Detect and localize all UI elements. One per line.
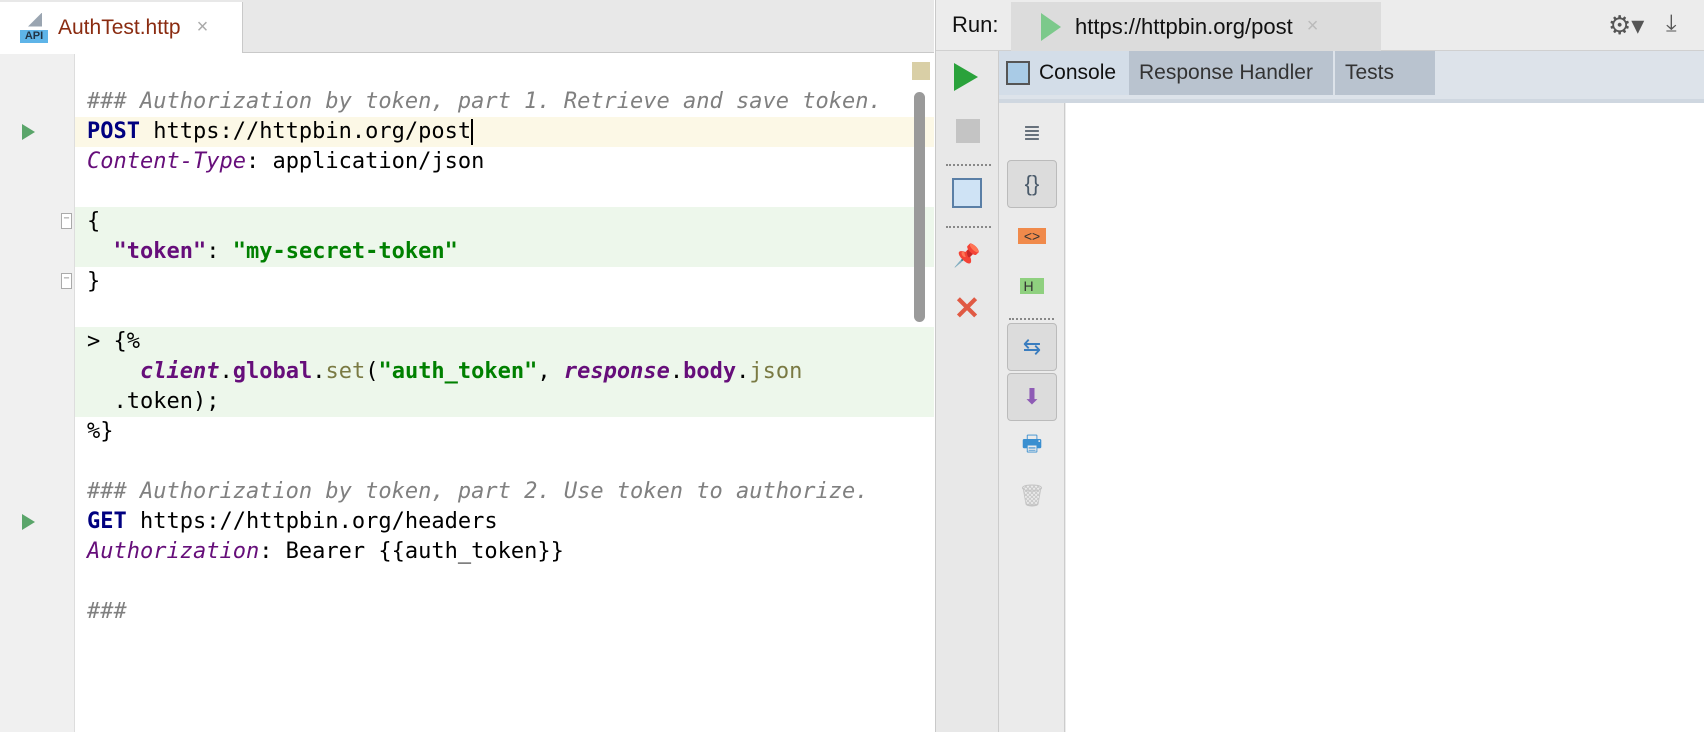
code-token: "token" (113, 239, 207, 264)
code-token: "auth_token" (378, 359, 538, 384)
console-output[interactable] (1066, 103, 1704, 732)
code-token: : (206, 239, 233, 264)
code-line[interactable] (75, 567, 934, 597)
code-token: POST (87, 119, 140, 144)
rerun-icon[interactable] (954, 63, 978, 91)
code-line[interactable] (75, 297, 934, 327)
code-token: GET (87, 509, 127, 534)
code-line[interactable]: ### Authorization by token, part 2. Use … (75, 477, 934, 507)
code-token: json (749, 359, 803, 384)
code-token: %} (87, 419, 114, 444)
run-actions-toolbar: 📌 ✕ (936, 51, 999, 732)
tab-console[interactable]: Console (999, 51, 1129, 95)
hide-icon[interactable]: ⤓ (1666, 10, 1677, 37)
code-line[interactable]: .token); (75, 387, 934, 417)
tab-tests[interactable]: Tests (1335, 51, 1435, 95)
inspection-status-marker[interactable] (912, 62, 930, 80)
close-tab-icon[interactable]: × (196, 16, 209, 38)
code-line[interactable]: ### Authorization by token, part 1. Retr… (75, 87, 934, 117)
code-token: : application/json (245, 149, 485, 174)
headers-format-icon[interactable]: H (1012, 268, 1052, 304)
play-icon (1041, 12, 1061, 41)
run-subtabs: Console Response Handler Tests (999, 51, 1704, 103)
code-line[interactable]: %} (75, 417, 934, 447)
editor-gutter (0, 54, 75, 732)
code-token: > {% (87, 329, 140, 354)
code-line[interactable]: Authorization: Bearer {{auth_token}} (75, 537, 934, 567)
code-token: set (325, 359, 366, 384)
code-line[interactable]: Content-Type: application/json (75, 147, 934, 177)
scroll-to-end-icon[interactable]: ⬇ (1007, 373, 1057, 421)
code-line[interactable] (75, 447, 934, 477)
code-line[interactable]: > {% (75, 327, 934, 357)
code-line[interactable]: client.global.set("auth_token", response… (75, 357, 934, 387)
layout-icon[interactable] (952, 178, 982, 208)
code-token: } (87, 269, 101, 294)
code-line[interactable]: POST https://httpbin.org/post (22, 117, 934, 147)
code-token: { (87, 209, 101, 234)
code-token: .token); (87, 389, 220, 414)
code-area[interactable]: ### Authorization by token, part 1. Retr… (22, 57, 934, 627)
close-x-icon[interactable]: ✕ (953, 290, 981, 326)
fold-marker-icon[interactable]: − (61, 273, 72, 289)
code-token: global (232, 359, 313, 384)
editor-scrollbar[interactable] (914, 92, 925, 322)
code-token: Authorization (87, 539, 260, 564)
editor-panel: API AuthTest.http × ### Authorization by… (0, 0, 934, 732)
text-caret (471, 119, 474, 145)
code-token: response (563, 359, 670, 384)
code-token: ( (365, 359, 379, 384)
run-request-icon[interactable] (22, 514, 35, 530)
code-token: client (139, 359, 220, 384)
run-config-name: https://httpbin.org/post (1075, 13, 1293, 39)
run-request-icon[interactable] (22, 124, 35, 140)
code-token: body (683, 359, 737, 384)
console-icon (1006, 61, 1030, 85)
html-format-icon[interactable]: <> (1012, 218, 1052, 254)
code-token (87, 239, 114, 264)
print-icon[interactable]: 🖶 (1021, 431, 1043, 456)
code-token: Content-Type (87, 149, 246, 174)
code-line[interactable]: ### (75, 597, 934, 627)
code-token: . (736, 359, 750, 384)
code-token: ### Authorization by token, part 2. Use … (87, 479, 869, 504)
stop-icon[interactable] (956, 119, 980, 143)
code-line[interactable]: "token": "my-secret-token" (75, 237, 934, 267)
code-token: ### (87, 599, 127, 624)
gear-icon[interactable]: ⚙▾ (1608, 10, 1645, 40)
code-token: . (219, 359, 233, 384)
soft-wrap-icon[interactable]: ⇆ (1007, 323, 1057, 371)
file-tab[interactable]: API AuthTest.http × (0, 2, 243, 53)
code-token (87, 359, 140, 384)
code-line[interactable] (75, 177, 934, 207)
code-token: "my-secret-token" (232, 239, 458, 264)
run-config-tab[interactable]: https://httpbin.org/post × (1011, 2, 1381, 51)
trash-icon[interactable]: 🗑 (1018, 483, 1046, 508)
fold-marker-icon[interactable]: − (61, 213, 72, 229)
editor-tab-bar: API AuthTest.http × (0, 0, 934, 53)
code-token: : Bearer {{auth_token}} (259, 539, 564, 564)
file-tab-name: AuthTest.http (58, 15, 181, 39)
close-icon[interactable]: × (1306, 15, 1319, 37)
code-token: , (537, 359, 564, 384)
tab-response-handler[interactable]: Response Handler (1129, 51, 1333, 95)
run-tool-window: Run: https://httpbin.org/post × ⚙▾ ⤓ 📌 ✕… (935, 0, 1704, 732)
run-label: Run: (952, 12, 999, 37)
http-file-icon: API (20, 12, 48, 43)
code-line[interactable] (75, 57, 934, 87)
pin-tab-icon[interactable]: 📌 (953, 243, 981, 268)
code-line[interactable]: −} (61, 267, 934, 297)
code-line[interactable]: GET https://httpbin.org/headers (22, 507, 934, 537)
console-toolbar: ≣ {} <> H ⇆ ⬇ 🖶 🗑 (999, 103, 1065, 732)
code-token: ### Authorization by token, part 1. Retr… (87, 89, 882, 114)
code-line[interactable]: −{ (61, 207, 934, 237)
code-token: https://httpbin.org/post (139, 119, 472, 144)
code-token: . (669, 359, 684, 384)
code-token: . (312, 359, 326, 384)
code-token: https://httpbin.org/headers (126, 509, 498, 534)
view-document-icon[interactable]: ≣ (1022, 120, 1042, 145)
json-format-icon[interactable]: {} (1007, 160, 1057, 208)
run-header: Run: https://httpbin.org/post × ⚙▾ ⤓ (936, 0, 1704, 51)
